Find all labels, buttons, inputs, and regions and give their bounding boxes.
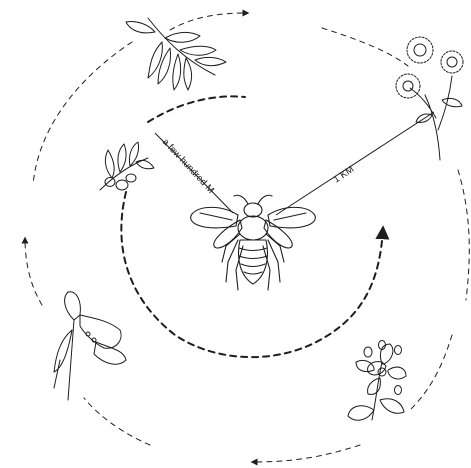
inner-radius-label: a few hundred M (160, 137, 216, 196)
outer-arc-bottom (252, 445, 360, 462)
outer-arc-right (458, 170, 469, 300)
bee-icon (191, 195, 316, 290)
outer-arc-lower-right (410, 335, 452, 410)
bramble-blossom-icon (348, 341, 406, 421)
ash-leaf-branch-icon (126, 18, 226, 90)
outer-arc-lower-left (84, 398, 150, 445)
daisy-flower-icon (396, 37, 463, 160)
outer-arc-upper-right (322, 28, 408, 66)
inner-range-circle (121, 96, 383, 357)
foxglove-flower-icon (54, 292, 126, 400)
outer-range-circle (25, 13, 469, 462)
outer-radius-label: 1 KM (332, 164, 357, 186)
inner-arc-upper (148, 96, 245, 122)
olive-branch-icon (100, 142, 154, 190)
outer-radius-line (276, 112, 434, 215)
outer-arc-top (170, 13, 248, 30)
outer-arc-upper-left (33, 42, 132, 185)
outer-arc-left (25, 238, 42, 305)
